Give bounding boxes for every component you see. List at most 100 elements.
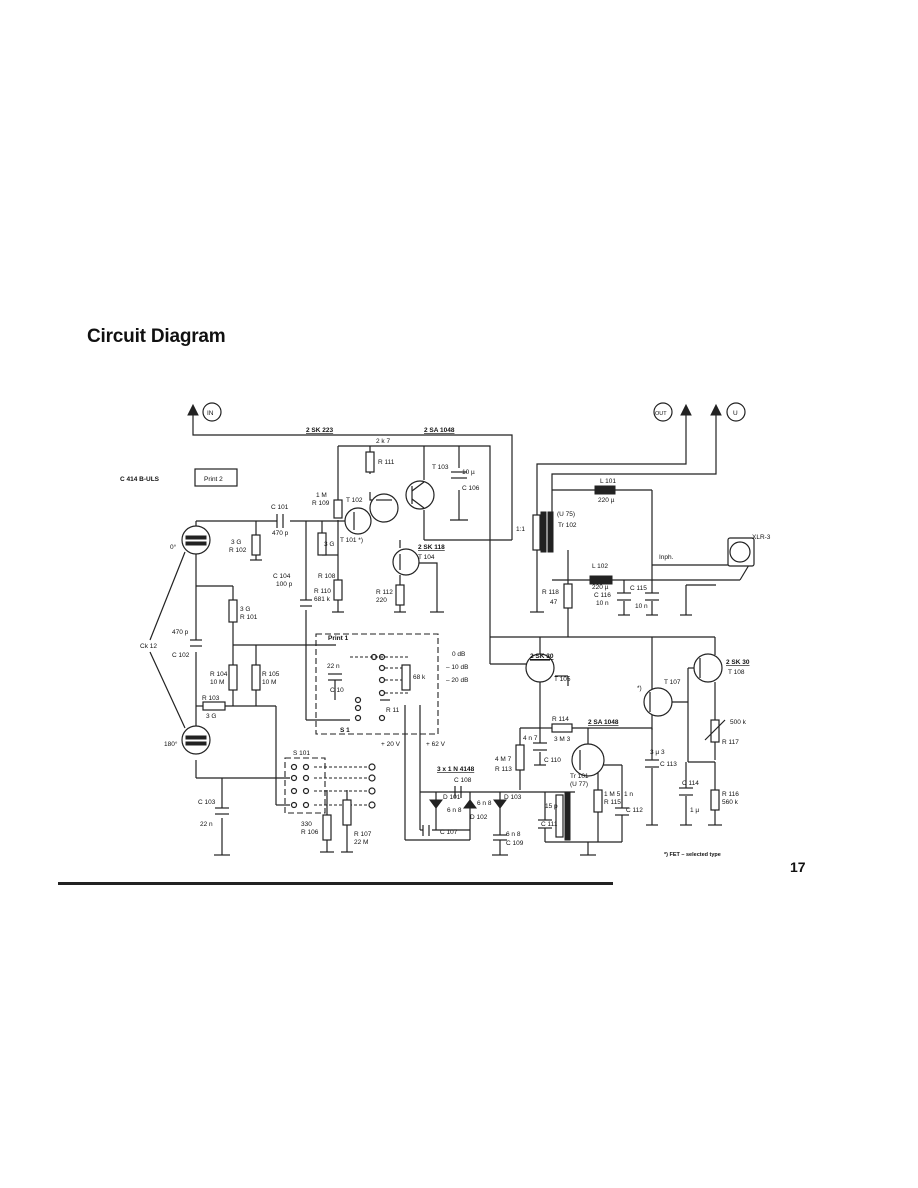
part-label-r107: R 107	[354, 831, 372, 838]
wiring	[192, 415, 753, 856]
part-label-v62: + 62 V	[426, 741, 446, 748]
part-label-r106: R 106	[301, 829, 319, 836]
part-label-r117v: 500 k	[730, 719, 747, 726]
header-2sk118: 2 SK 118	[418, 544, 445, 551]
part-label-star: *)	[637, 685, 642, 692]
part-label-r108v: 3 G	[324, 541, 334, 548]
part-label-db0: 0 dB	[452, 651, 465, 658]
part-label-r105v: 10 M	[262, 679, 276, 686]
part-label-c111: C 111	[541, 821, 558, 828]
part-label-c114v: 1 µ	[690, 807, 699, 814]
part-label-c103: C 103	[198, 799, 216, 806]
out-terminal: OUT	[653, 402, 692, 422]
part-label-r105: R 105	[262, 671, 280, 678]
part-label-c107v: 6 n 8	[447, 807, 462, 814]
part-label-r116v: 560 k	[722, 799, 739, 806]
part-label-v20: + 20 V	[381, 741, 401, 748]
part-label-rk7: 2 k 7	[376, 438, 390, 445]
part-label-xlr: XLR-3	[752, 534, 771, 541]
page-number: 17	[790, 859, 806, 875]
part-label-c112v: 1 n	[624, 791, 633, 798]
part-label-c102: C 102	[172, 652, 190, 659]
part-label-c107: C 107	[440, 829, 458, 836]
part-label-ck12: Ck 12	[140, 643, 157, 650]
part-label-c106: C 106	[462, 485, 480, 492]
part-label-u77: (U 77)	[570, 781, 588, 788]
part-label-r117: R 117	[722, 739, 739, 746]
part-label-r110: R 110	[314, 588, 331, 595]
part-label-c115v: 10 n	[635, 603, 648, 610]
part-label-deg180: 180°	[164, 740, 178, 748]
part-label-c111v: 15 p	[545, 803, 558, 810]
part-label-r106v: 330	[301, 821, 312, 828]
in-terminal: IN	[187, 402, 222, 432]
part-label-c116: C 116	[594, 592, 611, 599]
header-2sk223: 2 SK 223	[306, 427, 333, 434]
part-label-r114v: 3 M 3	[554, 736, 571, 743]
part-label-u75: (U 75)	[557, 511, 575, 518]
part-label-r102: R 102	[229, 547, 247, 554]
part-label-db10: – 10 dB	[446, 664, 468, 671]
footnote: *) FET – selected type	[664, 852, 721, 858]
part-label-c101: C 101	[271, 504, 289, 511]
part-label-c115: C 115	[630, 585, 647, 592]
in-terminal-label: IN	[207, 410, 214, 417]
part-label-c113v: 3 µ 3	[650, 749, 665, 756]
part-label-c114: C 114	[682, 780, 699, 787]
part-label-r118v: 47	[550, 599, 558, 606]
part-label-ratio: 1:1	[516, 526, 525, 533]
part-label-s101: S 101	[293, 750, 310, 757]
part-label-c103v: 22 n	[200, 821, 213, 828]
part-label-t104: T 104	[418, 554, 435, 561]
part-label-c106v: 10 µ	[462, 469, 475, 476]
header-2sk30-a: 2 SK 30	[530, 653, 554, 660]
part-label-r115: R 115	[604, 799, 621, 806]
part-label-r114: R 114	[552, 716, 569, 723]
part-label-c101v: 470 p	[272, 530, 289, 537]
part-label-r101: R 101	[240, 614, 258, 621]
part-label-tr101: Tr 101	[570, 773, 589, 780]
part-label-c116v: 10 n	[596, 600, 609, 607]
part-label-db20: – 20 dB	[446, 677, 468, 684]
part-label-c104: C 104	[273, 573, 291, 580]
part-label-c10v: 22 n	[327, 663, 340, 670]
part-label-c109v: 6 n 8	[506, 831, 521, 838]
components	[149, 451, 755, 841]
part-label-r101v: 3 G	[240, 606, 250, 613]
header-2sa1048-b: 2 SA 1048	[588, 719, 619, 726]
part-label-t103: T 103	[432, 464, 449, 471]
part-label-l102: L 102	[592, 563, 608, 570]
part-label-r115v: 1 M 5	[604, 791, 621, 798]
part-label-d103: D 103	[504, 794, 522, 801]
part-label-l102v: 220 µ	[592, 584, 609, 591]
part-label-r112v: 220	[376, 597, 387, 604]
part-label-r113: R 113	[495, 766, 512, 773]
model-label: C 414 B-ULS	[120, 476, 160, 483]
footer-rule	[58, 882, 613, 885]
part-label-inph: Inph.	[659, 554, 674, 561]
part-label-r109v: 1 M	[316, 492, 327, 499]
part-label-c108: C 108	[454, 777, 472, 784]
u-terminal-label: U	[733, 410, 738, 417]
part-label-r113v: 4 M 7	[495, 756, 512, 763]
part-label-r103: R 103	[202, 695, 220, 702]
part-label-t107: T 107	[664, 679, 681, 686]
part-label-tr102: Tr 102	[558, 522, 577, 529]
out-terminal-label: OUT	[655, 411, 667, 417]
part-label-c109: C 109	[506, 840, 524, 847]
part-label-r112: R 112	[376, 589, 393, 596]
header-2sk30-b: 2 SK 30	[726, 659, 750, 666]
part-label-c113: C 113	[660, 761, 677, 768]
part-label-r11: R 11	[386, 707, 400, 714]
page-title: Circuit Diagram	[87, 326, 226, 347]
part-label-r108: R 108	[318, 573, 336, 580]
part-label-c104v: 100 p	[276, 581, 293, 588]
part-label-t102: T 102	[346, 497, 363, 504]
part-label-r68: 68 k	[413, 674, 426, 681]
part-label-s1: S 1	[340, 727, 350, 734]
part-label-c110: C 110	[544, 757, 561, 764]
part-label-r109: R 109	[312, 500, 330, 507]
part-label-r102v: 3 G	[231, 539, 241, 546]
print2-label: Print 2	[204, 476, 223, 483]
